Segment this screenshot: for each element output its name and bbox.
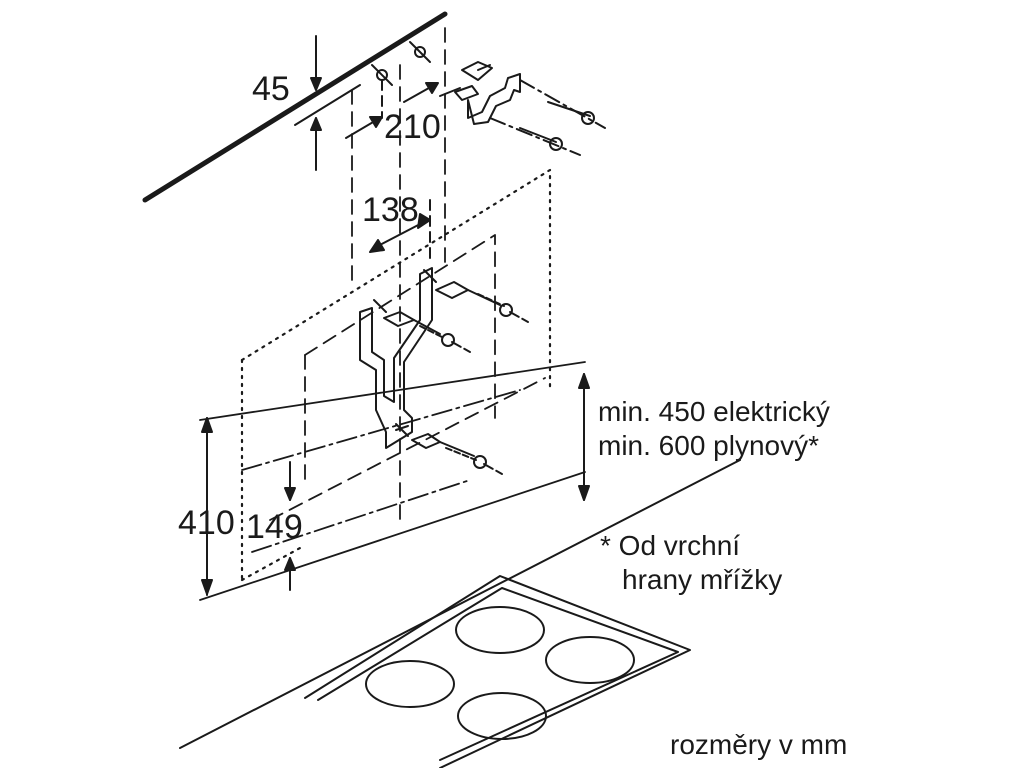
footnote-line2: hrany mřížky bbox=[622, 564, 783, 595]
footnote-line1: * Od vrchní bbox=[600, 530, 741, 561]
dim-149-group bbox=[284, 461, 296, 591]
dim-45-label: 45 bbox=[252, 70, 290, 108]
dim-45-group bbox=[294, 35, 361, 171]
dim-138-label: 138 bbox=[362, 191, 419, 229]
ceiling-line bbox=[142, 11, 448, 203]
burner-back-right bbox=[545, 636, 635, 684]
dim-410-group bbox=[201, 417, 213, 596]
dotted-frame bbox=[240, 168, 552, 582]
dim-210-label: 210 bbox=[384, 108, 441, 146]
units-label: rozměry v mm bbox=[670, 729, 848, 760]
plate-screws bbox=[383, 281, 529, 475]
dim-min-height-group bbox=[578, 373, 590, 501]
dim-410-label: 410 bbox=[178, 504, 235, 542]
dim-138-group bbox=[369, 199, 431, 261]
burner-back-left bbox=[455, 606, 545, 654]
upper-bracket bbox=[439, 61, 606, 156]
mounting-plate bbox=[359, 267, 437, 449]
min-electric-label: min. 450 elektrický bbox=[598, 396, 830, 427]
cooktop bbox=[179, 459, 741, 768]
reference-lines bbox=[199, 361, 586, 601]
burner-front-left bbox=[365, 660, 455, 708]
min-gas-label: min. 600 plynový* bbox=[598, 430, 820, 461]
dashed-inner-frame bbox=[269, 234, 546, 521]
dim-149-label: 149 bbox=[246, 508, 303, 546]
burner-front-right bbox=[457, 692, 547, 740]
